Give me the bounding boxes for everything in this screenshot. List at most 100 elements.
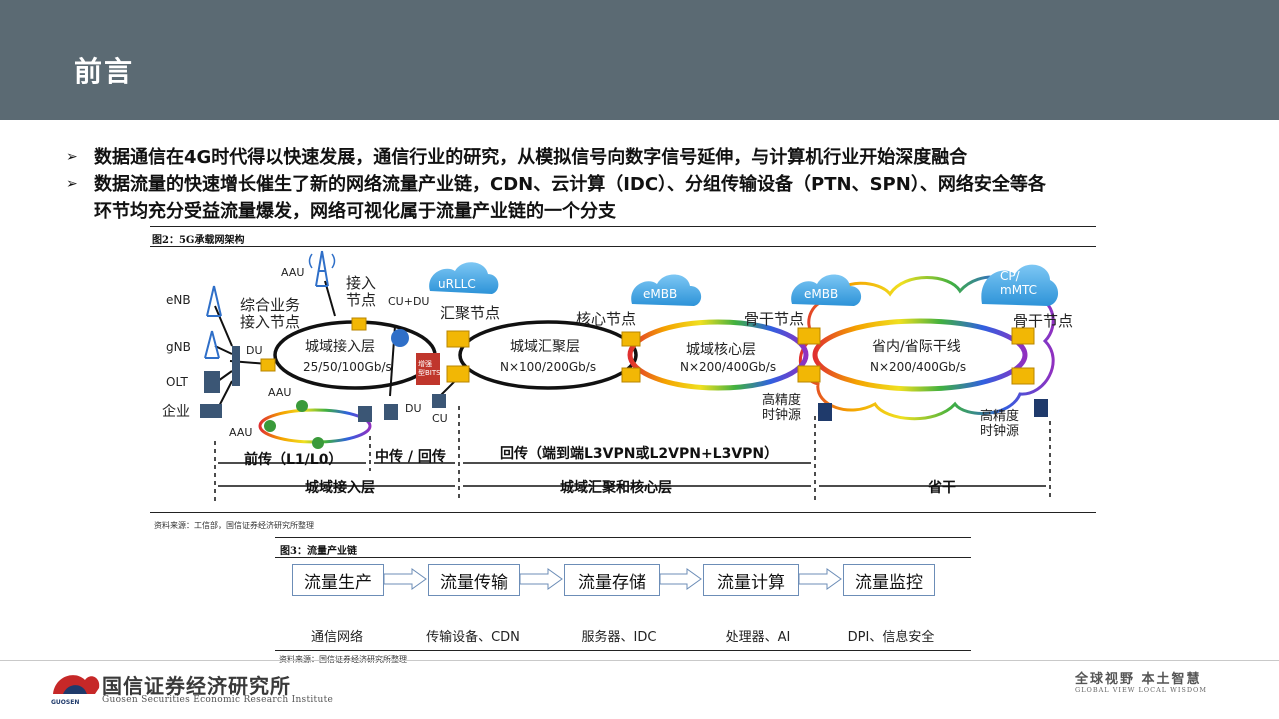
figure2-top-rule: [150, 226, 1096, 227]
diagram-label-clock2: 高精度时钟源: [980, 408, 1019, 439]
diagram-label-metro-core: 城域核心层: [686, 342, 756, 358]
diagram-label-backhaul: 回传（端到端L3VPN或L2VPN+L3VPN）: [500, 445, 778, 462]
diagram-label-du-bottom: DU: [405, 402, 422, 415]
network-node: [621, 367, 641, 383]
diagram-label-provincial-rate: N×200/400Gb/s: [870, 360, 966, 374]
arrow-right-icon: [798, 568, 842, 590]
figure3-caption: 图3：流量产业链: [280, 546, 357, 557]
arrow-right-icon: [659, 568, 702, 590]
network-node: [260, 358, 276, 372]
arrow-bullet-icon: ➢: [66, 149, 78, 165]
diagram-label-access-node: 接入节点: [346, 274, 376, 309]
guosen-logo-icon: GUOSEN: [51, 675, 100, 706]
flow-step-desc: 服务器、IDC: [581, 630, 657, 645]
du-icon: [358, 406, 372, 422]
diagram-label-embb1: eMBB: [643, 287, 677, 301]
slogan-cn: 全球视野 本土智慧: [1075, 672, 1202, 687]
flow-step-desc: 处理器、AI: [725, 630, 791, 645]
diagram-label-backbone-node1: 骨干节点: [744, 310, 804, 328]
metro-core-ring: [627, 319, 809, 391]
diagram-label-metro-agg: 城域汇聚层: [510, 339, 580, 355]
flow-step-desc: 通信网络: [310, 630, 363, 645]
footer-rule: [0, 660, 1279, 661]
flow-arrows: [383, 568, 842, 590]
diagram-label-metro-access-rate: 25/50/100Gb/s: [303, 360, 392, 374]
provincial-ring: [812, 318, 1028, 392]
company-name-cn: 国信证券经济研究所: [102, 674, 291, 698]
diagram-label-metro-agg-rate: N×100/200Gb/s: [500, 360, 596, 374]
network-node: [797, 327, 821, 345]
flow-step-box: 流量监控: [843, 564, 935, 596]
arrow-bullet-icon: ➢: [66, 176, 78, 192]
diagram-label-seg-trunk: 省干: [927, 479, 956, 496]
diagram-label-olt: OLT: [166, 375, 188, 389]
metro-agg-ring: [458, 320, 638, 390]
diagram-label-cu: CU: [432, 412, 448, 425]
diagram-label-integrated: 综合业务接入节点: [240, 296, 300, 331]
diagram-label-aau-mid: AAU: [268, 386, 291, 399]
diagram-label-cp-mmtc: CP/mMTC: [1000, 269, 1037, 297]
slogan-en: GLOBAL VIEW LOCAL WISDOM: [1075, 686, 1208, 694]
diagram-label-embb2: eMBB: [804, 287, 838, 301]
flow-step-desc: DPI、信息安全: [847, 630, 935, 645]
flow-step-box: 流量传输: [428, 564, 520, 596]
cloud-icon: [791, 274, 862, 306]
bullet-text: 环节均充分受益流量爆发，网络可视化属于流量产业链的一个分支: [94, 201, 616, 222]
diagram-label-agg-node: 汇聚节点: [440, 304, 500, 322]
aau-icon: [264, 420, 276, 432]
aau-icon: [312, 437, 324, 449]
aggregation-switch-icon: [232, 346, 240, 386]
tower-icon: [206, 285, 222, 317]
figure3-bottom-rule: [275, 650, 971, 651]
aau-icon: [296, 400, 308, 412]
figure3-caption-rule: [275, 557, 971, 558]
network-node: [446, 365, 470, 383]
bullet-item-continued: 环节均充分受益流量爆发，网络可视化属于流量产业链的一个分支: [66, 198, 1256, 225]
du-icon: [384, 404, 398, 420]
diagram-label-clock1: 高精度时钟源: [762, 392, 801, 423]
arrow-right-icon: [383, 568, 427, 590]
diagram-label-seg-access: 城域接入层: [305, 479, 375, 496]
enhanced-bits-icon: [416, 353, 440, 385]
network-node: [621, 331, 641, 347]
page-title: 前言: [74, 55, 135, 88]
diagram-label-enb: eNB: [166, 293, 191, 307]
diagram-label-metro-core-rate: N×200/400Gb/s: [680, 360, 776, 374]
cloud-icon: [429, 262, 499, 294]
network-node: [797, 365, 821, 383]
flow-step-desc: 传输设备、CDN: [426, 630, 520, 645]
company-name-en: Guosen Securities Economic Research Inst…: [102, 695, 334, 705]
enterprise-icon: [200, 404, 222, 418]
network-node: [1011, 327, 1035, 345]
figure2-caption-rule: [150, 246, 1096, 247]
diagram-label-enterprise: 企业: [162, 403, 190, 420]
diagram-label-seg-agg-core: 城域汇聚和核心层: [560, 479, 672, 496]
diagram-label-midhaul: 中传 / 回传: [375, 448, 446, 465]
clock-source-icon: [1034, 399, 1048, 417]
arrow-right-icon: [519, 568, 563, 590]
clock-source-icon: [818, 403, 832, 421]
diagram-label-cu-du: CU+DU: [388, 295, 429, 308]
diagram-label-enhanced: 增强型BITS: [418, 359, 441, 377]
bullet-item: ➢ 数据通信在4G时代得以快速发展，通信行业的研究，从模拟信号向数字信号延伸，与…: [66, 144, 1256, 171]
clock-icon: [391, 329, 409, 347]
diagram-label-aau-bottom: AAU: [229, 426, 252, 439]
5g-bearer-network-diagram: AAU接入节点eNBgNBOLT企业DU综合业务接入节点CU+DUuRLLC汇聚…: [162, 250, 1073, 501]
olt-icon: [204, 371, 220, 393]
fronthaul-ring: [258, 408, 372, 444]
diagram-label-aau-top: AAU: [281, 266, 304, 279]
bullet-item: ➢ 数据流量的快速增长催生了新的网络流量产业链，CDN、云计算（IDC）、分组传…: [66, 171, 1256, 198]
tower-icon: [308, 250, 336, 287]
cu-icon: [432, 394, 446, 408]
metro-access-ring: [273, 320, 437, 390]
figure2-source: 资料来源：工信部，国信证券经济研究所整理: [154, 521, 314, 530]
diagram-label-urllc: uRLLC: [438, 277, 476, 291]
bullet-text: 数据流量的快速增长催生了新的网络流量产业链，CDN、云计算（IDC）、分组传输设…: [94, 174, 1046, 195]
cloud-icon: [981, 264, 1059, 306]
logo-text: GUOSEN: [51, 699, 79, 706]
network-node: [351, 317, 367, 331]
diagram-label-fronthaul: 前传（L1/L0）: [244, 451, 342, 468]
diagram-label-backbone-node2: 骨干节点: [1013, 312, 1073, 330]
bullet-text: 数据通信在4G时代得以快速发展，通信行业的研究，从模拟信号向数字信号延伸，与计算…: [94, 147, 968, 168]
tower-icon: [204, 330, 220, 359]
